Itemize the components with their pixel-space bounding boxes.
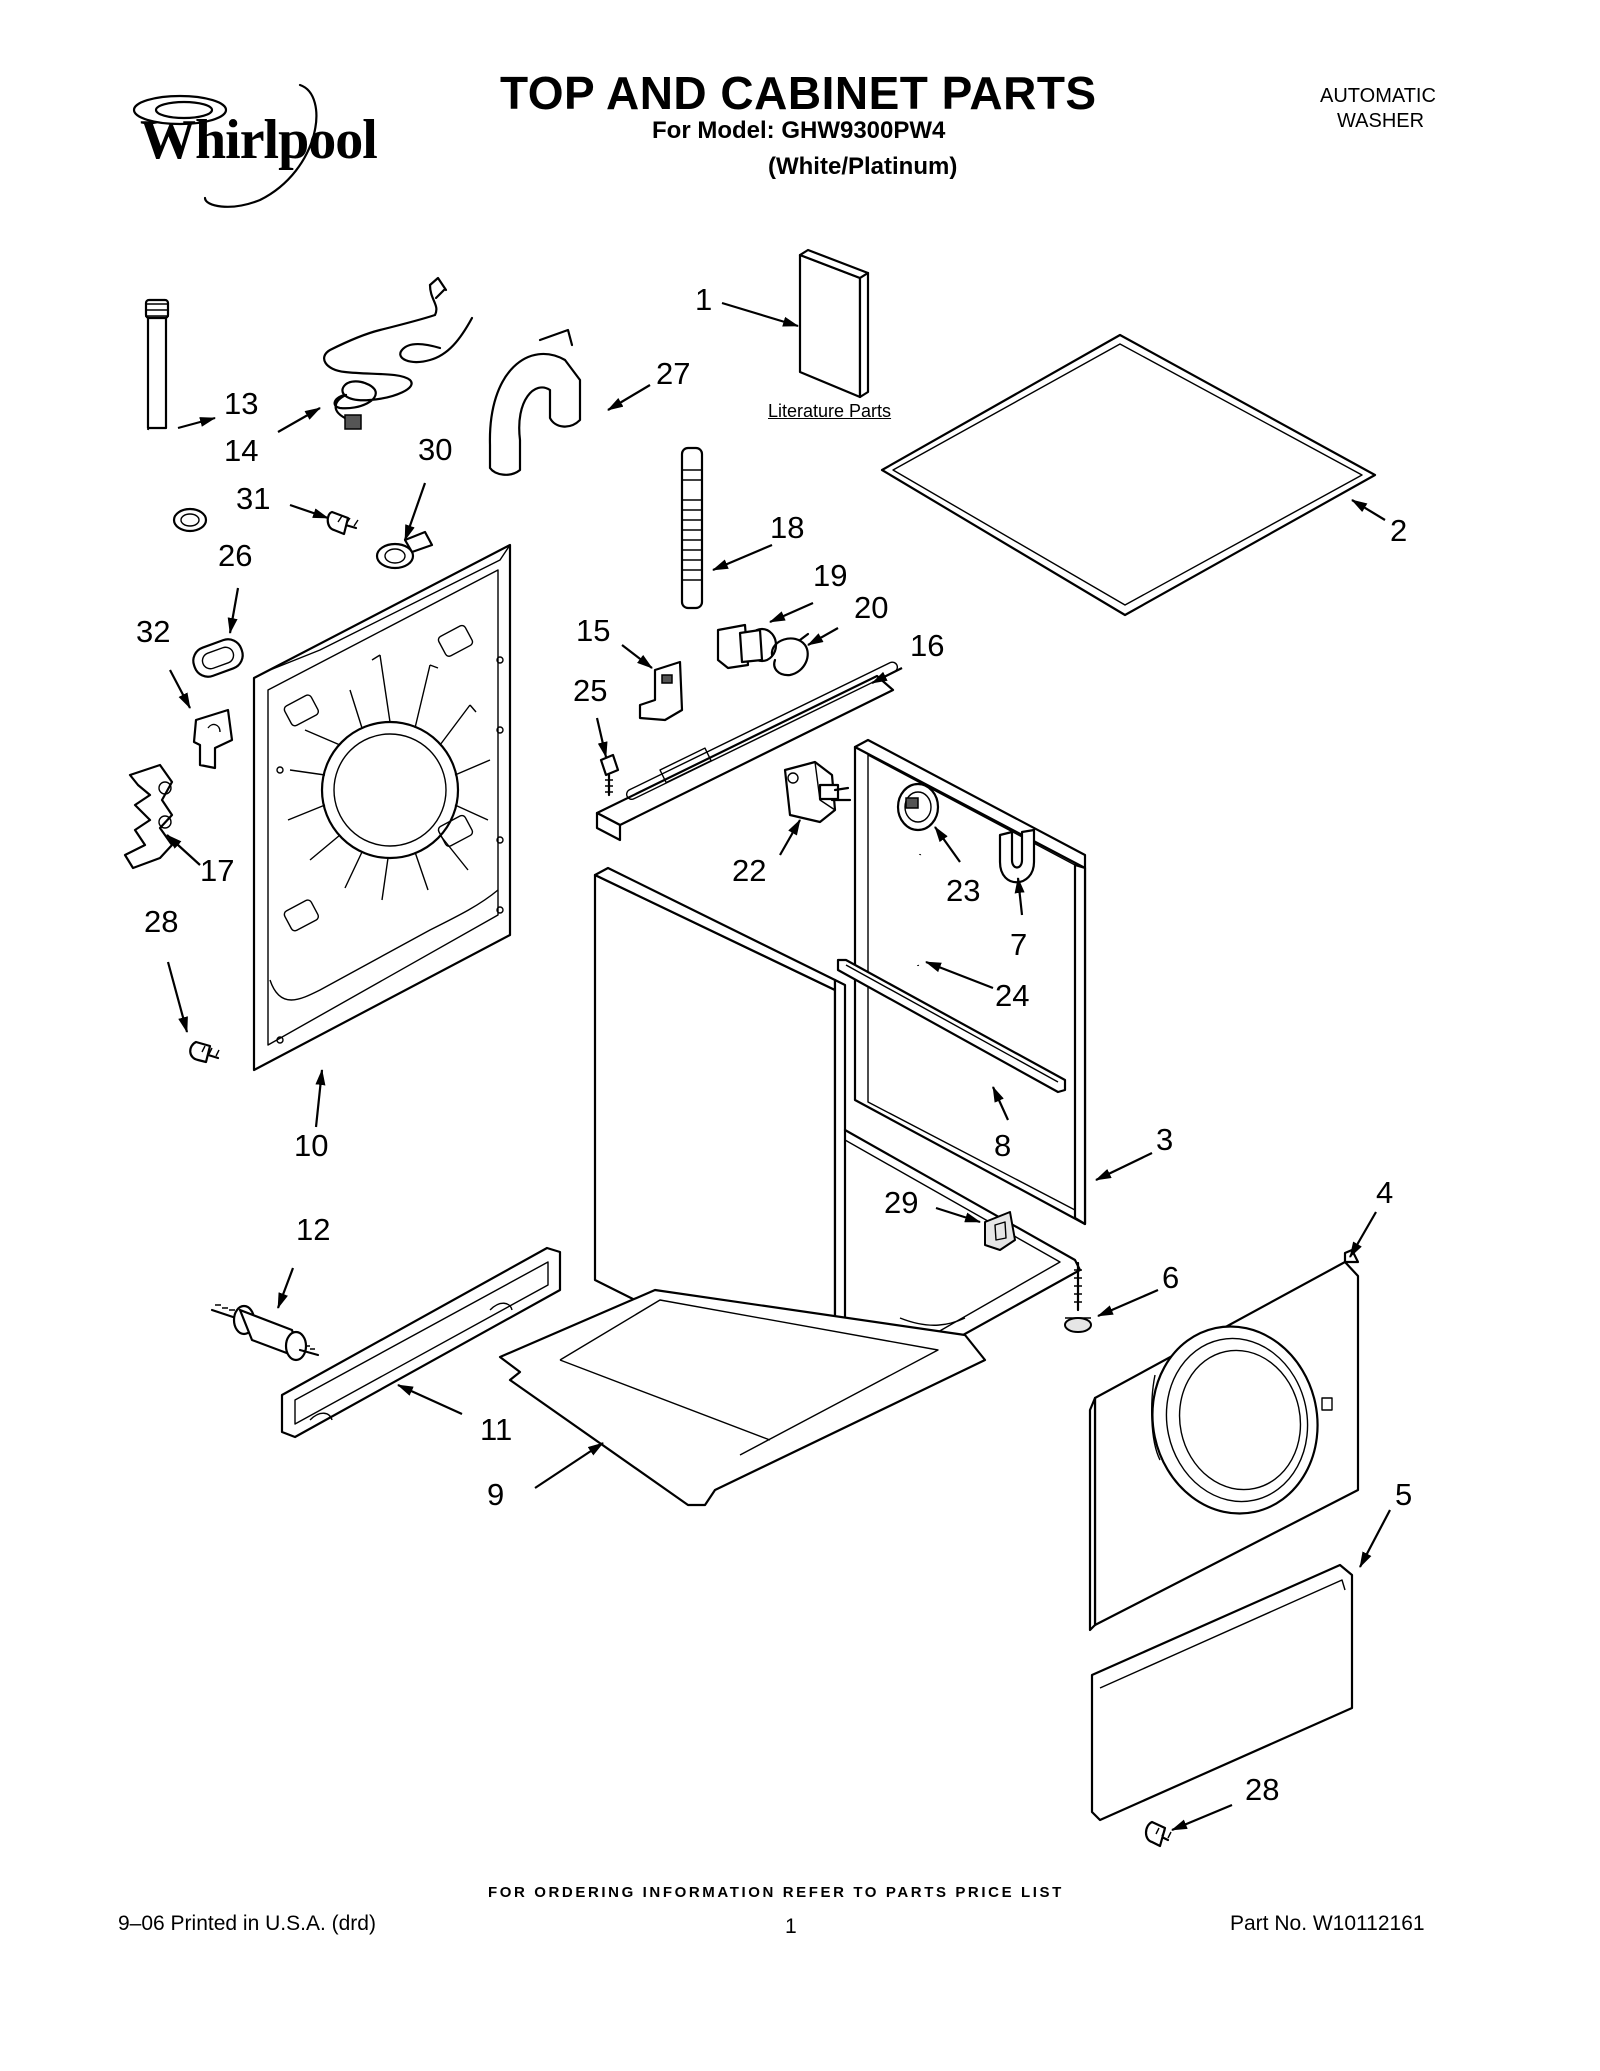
- front-panel: [1088, 1248, 1360, 1632]
- callout-11: 11: [480, 1412, 513, 1447]
- callout-26: 26: [218, 538, 253, 573]
- callout-4: 4: [1376, 1175, 1394, 1210]
- callout-12: 12: [296, 1212, 331, 1247]
- screw-28-left: [189, 1040, 220, 1064]
- whirlpool-logo: Whirlpool: [140, 109, 378, 171]
- callout-16: 16: [910, 628, 945, 663]
- water-valve: [783, 760, 852, 824]
- rear-panel: [252, 543, 512, 1072]
- hose-clip-32: [192, 708, 234, 770]
- callout-arrows: [166, 301, 1391, 1832]
- grommet: [192, 638, 244, 678]
- clip-29: [984, 1211, 1016, 1251]
- callout-18: 18: [770, 510, 805, 545]
- top-panel: [880, 333, 1377, 617]
- callout-17: 17: [200, 853, 235, 888]
- callout-13: 13: [224, 386, 259, 421]
- drain-hose: [138, 298, 208, 536]
- callout-28-left: 28: [144, 904, 179, 939]
- callout-24: 24: [995, 978, 1030, 1013]
- base-panel: [498, 1288, 987, 1507]
- cabinet-brace: [836, 958, 1067, 1094]
- callout-6: 6: [1162, 1260, 1180, 1295]
- hose-guide: [123, 763, 174, 870]
- air-tube: [909, 853, 923, 967]
- literature-parts-label: Literature Parts: [768, 401, 892, 421]
- literature-booklet: [798, 248, 870, 399]
- toe-panel: [1090, 1563, 1354, 1822]
- callout-3: 3: [1156, 1122, 1174, 1157]
- cord-clip: [375, 530, 434, 570]
- nozzle: [716, 623, 778, 670]
- callout-15: 15: [576, 613, 611, 648]
- callout-28-right: 28: [1245, 1772, 1280, 1807]
- leveling-leg: [1064, 1261, 1092, 1333]
- callout-31: 31: [236, 481, 271, 516]
- category-line-2: WASHER: [1337, 110, 1425, 132]
- callout-20: 20: [854, 590, 889, 625]
- tub-damper: [210, 1304, 320, 1362]
- callout-25: 25: [573, 673, 608, 708]
- pressure-tube: [680, 446, 704, 610]
- callout-29: 29: [884, 1185, 919, 1220]
- model-line: For Model: GHW9300PW4: [652, 117, 946, 144]
- finish-line: (White/Platinum): [768, 153, 958, 180]
- callout-30: 30: [418, 432, 453, 467]
- page-number: 1: [785, 1915, 797, 1938]
- screw-31: [326, 510, 359, 536]
- ordering-info: FOR ORDERING INFORMATION REFER TO PARTS …: [488, 1884, 1064, 1901]
- screw-28-right: [1144, 1820, 1172, 1848]
- hose-hanger: [488, 328, 582, 476]
- print-info: 9–06 Printed in U.S.A. (drd): [118, 1912, 376, 1935]
- hose-clip-7: [998, 828, 1036, 884]
- screw-25: [599, 753, 620, 797]
- callout-1: 1: [695, 282, 713, 317]
- hose-clamp-20: [770, 632, 810, 677]
- bracket-15: [638, 660, 684, 722]
- callout-5: 5: [1395, 1477, 1413, 1512]
- callout-19: 19: [813, 558, 848, 593]
- callout-32: 32: [136, 614, 171, 649]
- callout-22: 22: [732, 853, 767, 888]
- callout-2: 2: [1390, 513, 1408, 548]
- pressure-switch: [896, 782, 940, 832]
- callout-8: 8: [994, 1128, 1012, 1163]
- category-line-1: AUTOMATIC: [1320, 85, 1436, 107]
- part-number: Part No. W10112161: [1230, 1912, 1425, 1935]
- callout-9: 9: [487, 1477, 505, 1512]
- callout-14: 14: [224, 433, 259, 468]
- power-cord: [323, 276, 474, 430]
- callout-27: 27: [656, 356, 691, 391]
- front-rail: [280, 1246, 562, 1439]
- callout-10: 10: [294, 1128, 329, 1163]
- callout-23: 23: [946, 873, 981, 908]
- front-top-trim: [595, 661, 899, 842]
- whirlpool-swirl-icon: [132, 83, 318, 208]
- callout-7: 7: [1010, 927, 1028, 962]
- page-title: TOP AND CABINET PARTS: [500, 67, 1097, 119]
